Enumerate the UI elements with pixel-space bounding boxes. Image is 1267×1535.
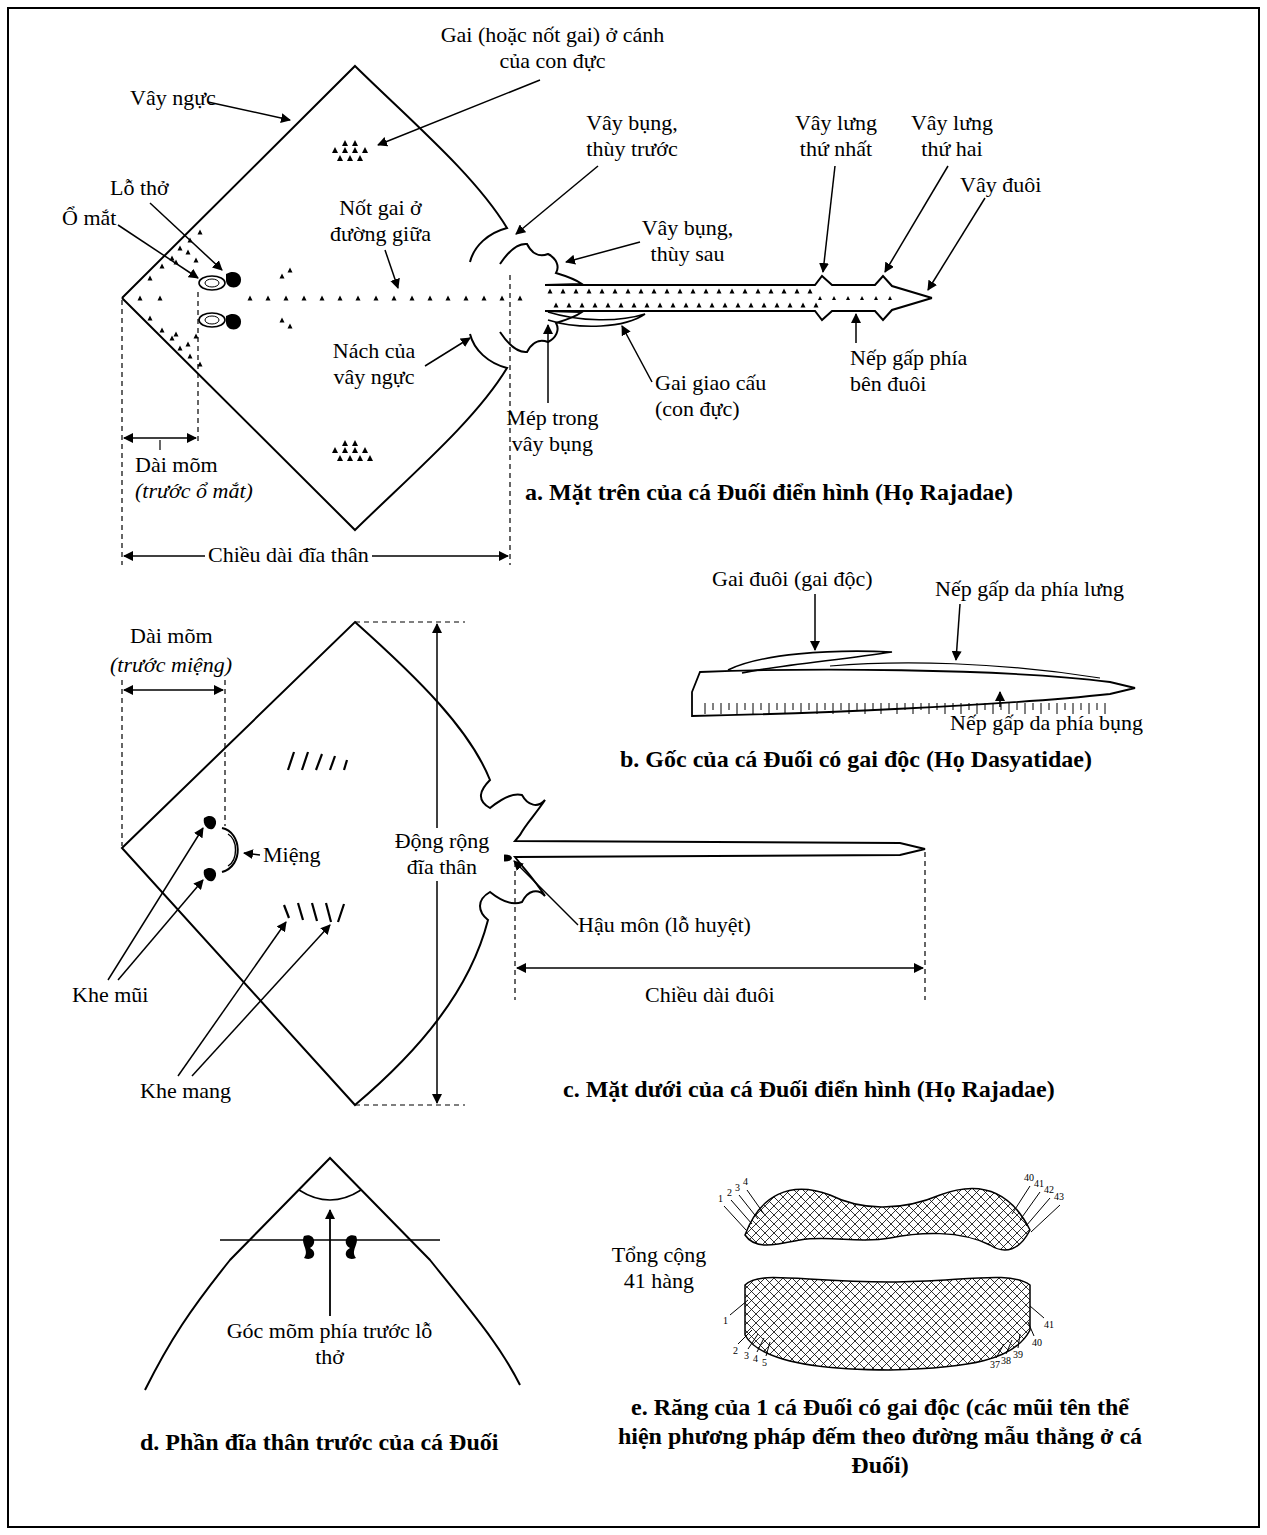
panel-caption: b. Gốc của cá Đuối có gai độc (Họ Dasyat… (620, 745, 1092, 774)
dimension-label: Động rộng đĩa thân (380, 828, 504, 881)
dimension-label: Chiều dài đuôi (645, 982, 775, 1008)
part-label: Tổng cộng 41 hàng (600, 1242, 718, 1295)
dimension-label: Dài mõm (135, 452, 218, 478)
row-number: 37 (990, 1360, 1000, 1370)
part-label: Ổ mắt (62, 205, 116, 231)
row-number: 2 (727, 1188, 732, 1198)
row-number: 3 (744, 1351, 749, 1361)
part-label: Vây bụng, thùy sau (630, 215, 745, 268)
part-label: Lỗ thở (110, 175, 169, 201)
row-number: 42 (1044, 1185, 1054, 1195)
row-number: 1 (718, 1194, 723, 1204)
row-number: 4 (753, 1354, 758, 1364)
part-label: Vây đuôi (960, 172, 1041, 198)
row-number: 40 (1032, 1338, 1042, 1348)
row-number: 4 (743, 1177, 748, 1187)
row-number: 2 (733, 1346, 738, 1356)
teeth-detail (724, 1186, 1060, 1370)
part-label: Nếp gấp phía bên đuôi (850, 345, 992, 398)
row-number: 1 (723, 1316, 728, 1326)
part-label: Vây lưng thứ nhất (782, 110, 890, 163)
part-label: Góc mõm phía trước lỗ thở (222, 1318, 437, 1371)
panel-caption: a. Mặt trên của cá Đuối điển hình (Họ Ra… (525, 478, 1013, 507)
frame (8, 8, 1259, 1527)
row-number: 43 (1054, 1192, 1064, 1202)
tail-detail (692, 594, 1135, 716)
part-label: Vây ngực (130, 85, 216, 111)
dimension-label: Chiều dài đĩa thân (205, 542, 372, 568)
dimension-label: Dài mõm (130, 623, 213, 649)
row-number: 41 (1044, 1320, 1054, 1330)
part-label: Mép trong vây bụng (495, 405, 610, 458)
part-label: Gai giao cấu (con đực) (655, 370, 787, 423)
part-label: Khe mũi (72, 982, 148, 1008)
dimension-label: (trước ổ mắt) (135, 478, 253, 504)
panel-caption: c. Mặt dưới của cá Đuối điển hình (Họ Ra… (563, 1075, 1055, 1104)
part-label: Nách của vây ngực (322, 338, 426, 391)
part-label: Khe mang (140, 1078, 231, 1104)
row-number: 5 (762, 1358, 767, 1368)
part-label: Hậu môn (lỗ huyệt) (578, 912, 751, 938)
part-label: Nốt gai ở đường giữa (318, 195, 443, 248)
row-number: 3 (735, 1183, 740, 1193)
part-label: Gai đuôi (gai độc) (712, 566, 873, 592)
part-label: Miệng (263, 842, 320, 868)
dimension-label: (trước miệng) (110, 652, 232, 678)
panel-caption: d. Phần đĩa thân trước của cá Đuối (140, 1428, 498, 1457)
row-number: 41 (1034, 1179, 1044, 1189)
part-label: Gai (hoặc nốt gai) ở cánh của con đực (440, 22, 665, 75)
row-number: 40 (1024, 1173, 1034, 1183)
part-label: Vây lưng thứ hai (898, 110, 1006, 163)
row-number: 38 (1001, 1356, 1011, 1366)
snout-detail (145, 1158, 520, 1390)
ventral-view (108, 622, 925, 1105)
part-label: Vây bụng, thùy trước (572, 110, 692, 163)
part-label: Nếp gấp da phía lưng (935, 576, 1124, 602)
part-label: Nếp gấp da phía bụng (950, 710, 1143, 736)
row-number: 39 (1013, 1350, 1023, 1360)
panel-caption: e. Răng của 1 cá Đuối có gai độc (các mũ… (615, 1393, 1145, 1479)
